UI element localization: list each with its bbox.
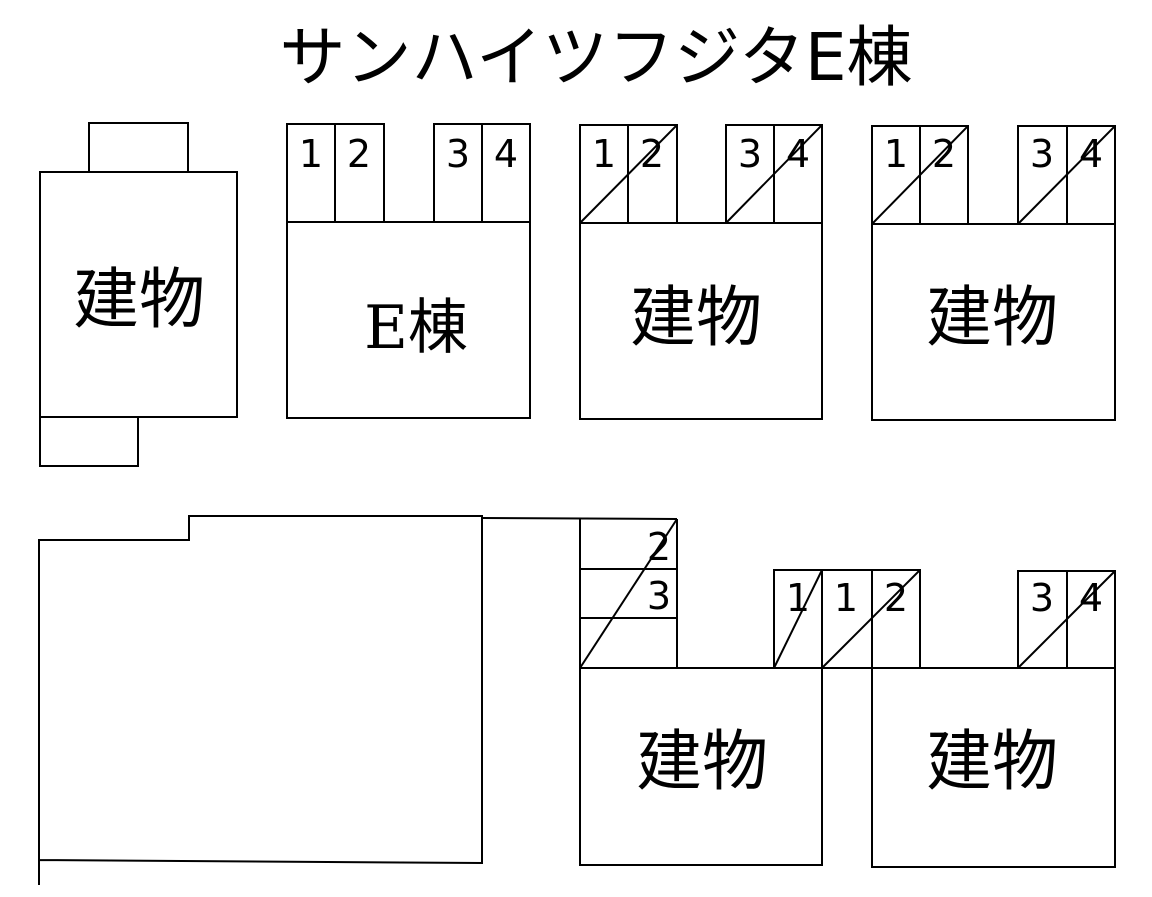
spot-b5-1a-hatch (773, 569, 823, 669)
spot-b4-3-number: 3 (1030, 132, 1054, 176)
spot-e-2-number: 2 (347, 132, 371, 176)
building-6: 3 4 建物 (871, 570, 1116, 868)
spot-b4-2-number: 2 (932, 132, 956, 176)
large-lot-outline (38, 515, 483, 885)
vertical-spot-2-number: 2 (647, 525, 671, 569)
large-lot-top-extension (481, 517, 678, 520)
spot-b6-4-number: 4 (1079, 576, 1103, 620)
building-5-label: 建物 (636, 723, 768, 800)
spot-b5-1a-number: 1 (786, 576, 810, 620)
building-6-body (871, 667, 1116, 868)
vertical-spot-3-number: 3 (647, 574, 671, 618)
building-1-annex-bottom (39, 416, 139, 467)
spot-b3-4-number: 4 (786, 132, 810, 176)
spot-b4-3-4-hatch (1017, 125, 1116, 225)
building-3-label: 建物 (630, 279, 762, 356)
spot-b4-1-2-hatch (871, 125, 969, 225)
spot-b3-2-number: 2 (640, 132, 664, 176)
building-e: 1 2 3 4 E棟 (286, 123, 531, 419)
building-e-label: E棟 (364, 293, 468, 363)
building-3-body (579, 222, 823, 420)
building-1-annex-top (88, 122, 189, 173)
spot-b3-3-number: 3 (738, 132, 762, 176)
building-4: 1 2 3 4 建物 (871, 125, 1116, 421)
building-5-body (579, 667, 823, 866)
spot-e-1-number: 1 (299, 132, 323, 176)
building-4-label: 建物 (926, 279, 1058, 356)
vertical-spots: 2 3 (579, 518, 678, 669)
spot-b5-2-number: 2 (884, 576, 908, 620)
spot-b3-1-2-hatch (579, 124, 678, 224)
spot-e-3-number: 3 (446, 132, 470, 176)
spot-b6-3-4-hatch (1017, 570, 1116, 669)
spot-b3-1-number: 1 (592, 132, 616, 176)
spot-b3-3-4-hatch (725, 124, 823, 224)
vertical-spots-hatch (579, 518, 678, 669)
building-1-label: 建物 (73, 261, 205, 338)
spot-b4-1-number: 1 (884, 132, 908, 176)
spot-b4-4-number: 4 (1079, 132, 1103, 176)
spot-b5-1b-number: 1 (834, 576, 858, 620)
building-1: 建物 (39, 122, 238, 467)
spot-e-4-number: 4 (494, 132, 518, 176)
building-4-body (871, 223, 1116, 421)
building-5: 1 1 2 建物 (579, 569, 921, 866)
large-lot (38, 515, 678, 885)
building-3: 1 2 3 4 建物 (579, 124, 823, 420)
page-title: サンハイツフジタE棟 (279, 19, 912, 96)
spot-b6-3-number: 3 (1030, 576, 1054, 620)
spot-e-2 (334, 123, 385, 223)
spot-e-4 (481, 123, 531, 223)
building-6-label: 建物 (926, 723, 1058, 800)
building-e-body (286, 221, 531, 419)
spot-b5-1b-2-hatch (821, 569, 921, 669)
